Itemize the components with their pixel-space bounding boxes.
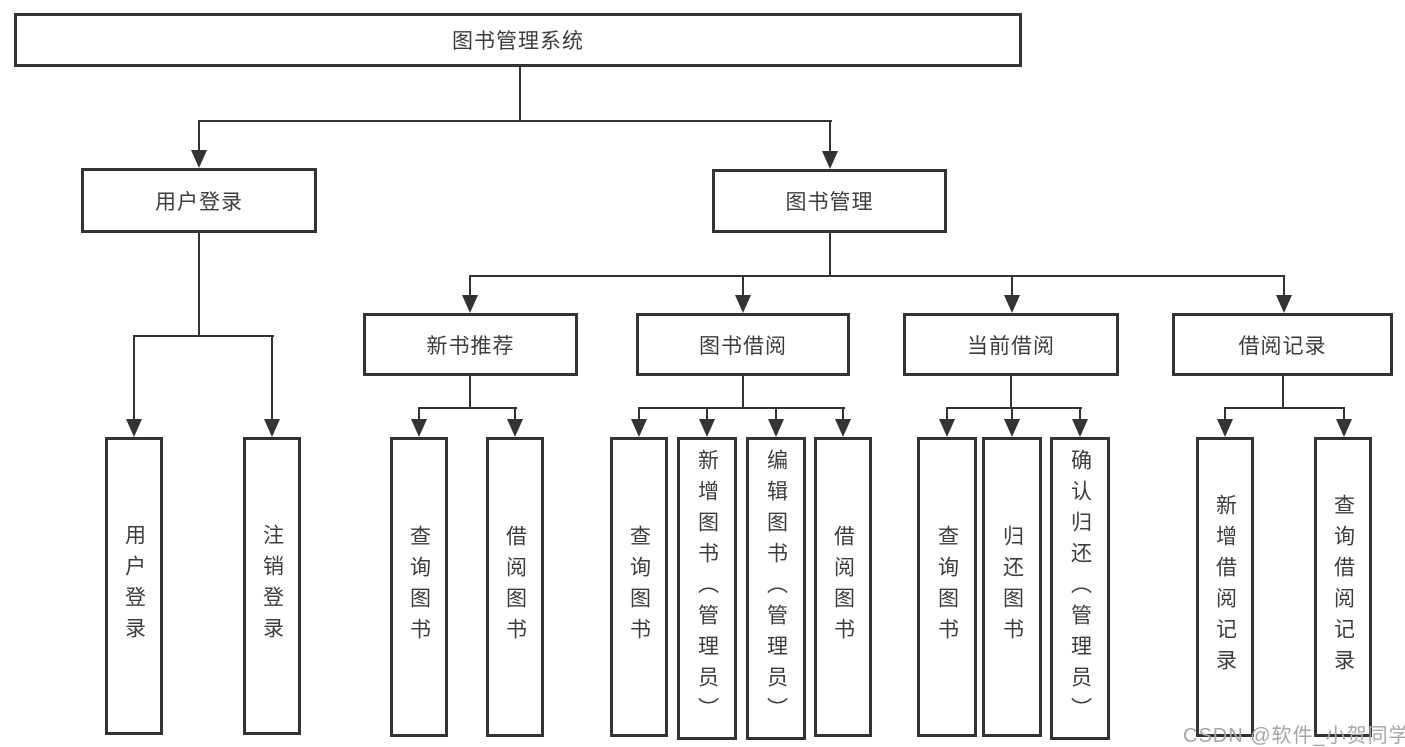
arrow-down-icon [1276, 295, 1292, 313]
connector-line [638, 407, 845, 409]
connector-line [706, 407, 708, 421]
arrow-down-icon [1004, 295, 1020, 313]
connector-line [742, 374, 744, 409]
leaf-borrow-book: 借阅图书 [814, 437, 872, 737]
arrow-down-icon [462, 295, 478, 313]
arrow-down-icon [1004, 419, 1020, 437]
connector-line [271, 335, 273, 421]
connector-line [133, 335, 274, 337]
csdn-watermark: CSDN @软件_小贺同学 [1183, 725, 1405, 747]
connector-line [829, 231, 831, 277]
connector-line [946, 407, 1082, 409]
arrow-down-icon [699, 419, 715, 437]
arrow-down-icon [835, 419, 851, 437]
connector-line [842, 407, 844, 421]
connector-line [1079, 407, 1081, 421]
arrow-down-icon [1336, 419, 1352, 437]
connector-line [1283, 275, 1285, 297]
leaf-user-login: 用户登录 [105, 437, 163, 735]
leaf-current-query-book: 查询图书 [917, 437, 977, 737]
connector-line [1011, 275, 1013, 297]
connector-line [198, 120, 200, 152]
arrow-down-icon [631, 419, 647, 437]
connector-line [514, 407, 516, 421]
arrow-down-icon [822, 151, 838, 169]
leaf-recommend-query-book: 查询图书 [390, 437, 448, 737]
leaf-query-borrow-record: 查询借阅记录 [1314, 437, 1372, 737]
connector-line [198, 120, 832, 122]
connector-line [469, 275, 1285, 277]
connector-line [1224, 407, 1226, 421]
connector-line [418, 407, 517, 409]
arrow-down-icon [191, 150, 207, 168]
connector-line [1010, 374, 1012, 409]
connector-line [1011, 407, 1013, 421]
arrow-down-icon [939, 419, 955, 437]
connector-line [418, 407, 420, 421]
connector-line [1224, 407, 1345, 409]
arrow-down-icon [735, 295, 751, 313]
node-borrow-record: 借阅记录 [1172, 313, 1393, 376]
connector-line [519, 67, 521, 122]
leaf-confirm-return-admin: 确认归还（管理员） [1050, 437, 1110, 740]
connector-line [198, 231, 200, 337]
arrow-down-icon [768, 419, 784, 437]
arrow-down-icon [1072, 419, 1088, 437]
connector-line [1282, 374, 1284, 409]
connector-line [742, 275, 744, 297]
connector-line [638, 407, 640, 421]
node-current-borrow: 当前借阅 [903, 313, 1119, 376]
node-root-library-system: 图书管理系统 [14, 13, 1022, 67]
leaf-add-book-admin: 新增图书（管理员） [677, 437, 737, 740]
arrow-down-icon [264, 419, 280, 437]
connector-line [829, 120, 831, 153]
node-book-management: 图书管理 [712, 169, 947, 233]
connector-line [469, 374, 471, 409]
connector-line [946, 407, 948, 421]
node-book-borrow: 图书借阅 [636, 313, 850, 376]
node-user-login: 用户登录 [81, 168, 317, 233]
connector-line [1343, 407, 1345, 421]
leaf-return-book: 归还图书 [982, 437, 1042, 737]
arrow-down-icon [411, 419, 427, 437]
arrow-down-icon [1217, 419, 1233, 437]
leaf-edit-book-admin: 编辑图书（管理员） [746, 437, 806, 740]
connector-line [133, 335, 135, 421]
arrow-down-icon [507, 419, 523, 437]
node-new-book-recommend: 新书推荐 [363, 313, 578, 376]
leaf-borrow-query-book: 查询图书 [610, 437, 668, 737]
connector-line [775, 407, 777, 421]
leaf-add-borrow-record: 新增借阅记录 [1196, 437, 1254, 737]
connector-line [469, 275, 471, 297]
leaf-recommend-borrow-book: 借阅图书 [486, 437, 544, 737]
arrow-down-icon [126, 419, 142, 437]
leaf-logout-login: 注销登录 [243, 437, 301, 735]
